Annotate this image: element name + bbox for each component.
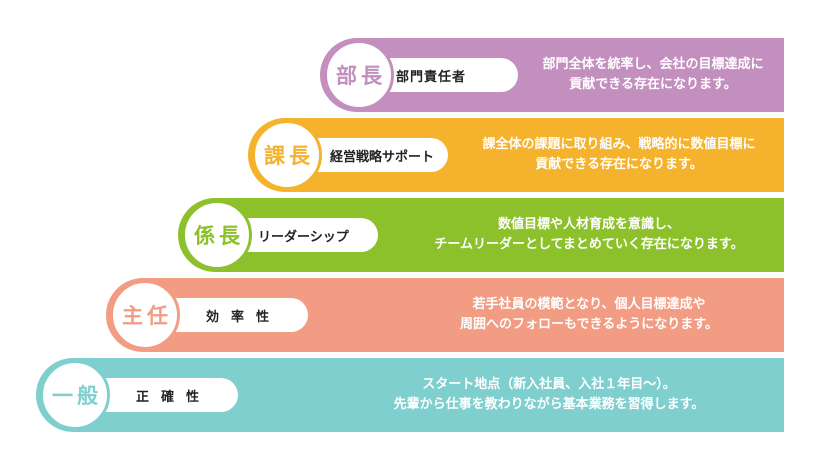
description-line: 周囲へのフォローもできるようになります。 [460, 317, 718, 332]
description-shunin: 若手社員の模範となり、個人目標達成や 周囲へのフォローもできるようになります。 [394, 295, 784, 335]
title-circle-ippan: 一般 [40, 360, 110, 430]
description-line: 貢献できる存在になります。 [569, 77, 737, 92]
role-label: リーダーシップ [258, 229, 349, 245]
title-label: 主任 [122, 304, 172, 328]
title-circle-kakaricho: 係長 [182, 200, 252, 270]
description-line: チームリーダーとしてまとめていく存在になります。 [434, 237, 744, 252]
title-circle-bucho: 部長 [324, 40, 394, 110]
description-ippan: スタート地点（新入社員、入社１年目〜）。 先輩から仕事を教わりながら基本業務を習… [314, 375, 784, 415]
title-label: 係長 [194, 224, 244, 248]
role-label: 正確性 [136, 389, 212, 405]
description-kacho: 課全体の課題に取り組み、戦略的に数値目標に 貢献できる存在になります。 [454, 135, 784, 175]
description-line: 若手社員の模範となり、個人目標達成や [472, 297, 706, 312]
description-line: 部門全体を統率し、会社の目標達成に [542, 57, 764, 72]
role-label: 経営戦略サポート [330, 149, 435, 165]
role-label: 効率性 [206, 309, 282, 325]
title-label: 一般 [52, 384, 102, 408]
title-circle-shunin: 主任 [110, 280, 180, 350]
title-label: 部長 [336, 64, 386, 88]
description-line: 数値目標や人材育成を意識し、 [497, 217, 680, 232]
description-bucho: 部門全体を統率し、会社の目標達成に 貢献できる存在になります。 [522, 55, 784, 95]
title-label: 課長 [264, 144, 314, 168]
role-label: 部門責任者 [396, 69, 467, 85]
description-line: 課全体の課題に取り組み、戦略的に数値目標に [482, 137, 756, 152]
description-line: スタート地点（新入社員、入社１年目〜）。 [422, 377, 676, 392]
description-line: 先輩から仕事を教わりながら基本業務を習得します。 [393, 397, 705, 412]
title-circle-kacho: 課長 [252, 120, 322, 190]
description-line: 貢献できる存在になります。 [535, 157, 703, 172]
description-kakaricho: 数値目標や人材育成を意識し、 チームリーダーとしてまとめていく存在になります。 [394, 215, 784, 255]
